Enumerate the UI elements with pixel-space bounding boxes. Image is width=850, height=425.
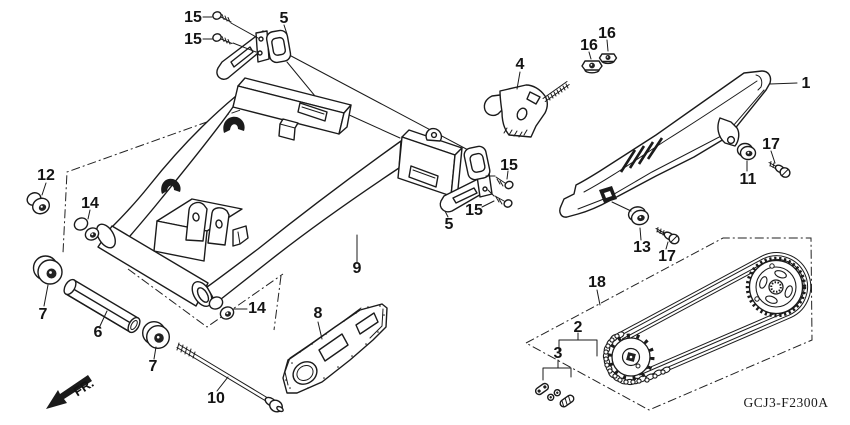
- grommet-part11: [736, 142, 757, 161]
- callout-8: 8: [314, 305, 323, 322]
- callout-18: 18: [588, 274, 606, 291]
- callout-11: 11: [740, 171, 757, 188]
- callout-1: 1: [802, 75, 811, 92]
- nut-16-a: [581, 60, 603, 74]
- chain-tensioner-part4: [483, 81, 570, 138]
- screw-15-a: [212, 11, 232, 23]
- dust-seal-part7-lower: [141, 321, 170, 350]
- slider-bracket-upper-part5: [216, 29, 292, 80]
- callout-17-a: 17: [762, 136, 780, 153]
- callout-12: 12: [37, 167, 55, 184]
- callout-2: 2: [574, 319, 583, 336]
- chain-guard-part1: [559, 70, 772, 218]
- leader-lines: [41, 82, 798, 392]
- bushing-part14-lower: [208, 296, 235, 320]
- callout-5-b: 5: [445, 216, 454, 233]
- fr-direction-label: FR.: [71, 375, 97, 399]
- screw-15-d: [494, 195, 513, 208]
- bolt-17-a: [768, 161, 791, 178]
- swingarm: [96, 77, 463, 307]
- callout-6: 6: [94, 324, 103, 341]
- callout-14-a: 14: [81, 195, 99, 212]
- pivot-collar-part6: [63, 278, 141, 334]
- bolt-17-b: [655, 227, 680, 245]
- callout-7-a: 7: [39, 306, 48, 323]
- rear-sprocket: [745, 256, 807, 318]
- slider-bracket-middle-part5: [439, 145, 493, 213]
- pivot-bolt-part10: [176, 342, 284, 413]
- callout-10: 10: [207, 390, 225, 407]
- drive-chain-links: [602, 331, 671, 386]
- callout-7-b: 7: [149, 358, 158, 375]
- nut-16-b: [598, 53, 618, 65]
- callout-15-d: 15: [465, 202, 483, 219]
- chain-guide-clip-lower: [161, 178, 181, 194]
- callout-15-b: 15: [184, 31, 202, 48]
- callout-13: 13: [633, 239, 651, 256]
- cap-nut-part12: [26, 192, 50, 215]
- chain-box-border: [524, 237, 813, 411]
- callout-5-a: 5: [280, 10, 289, 27]
- front-sprocket: [607, 333, 655, 381]
- bushing-part14-upper: [73, 217, 100, 241]
- grommet-part13: [627, 206, 650, 226]
- diagram-code: GCJ3-F2300A: [743, 395, 828, 410]
- screw-15-c: [495, 176, 514, 190]
- callout-17-b: 17: [658, 248, 676, 265]
- callout-15-c: 15: [500, 157, 518, 174]
- callout-4: 4: [516, 56, 525, 73]
- chain-case-part8: [282, 303, 388, 394]
- screw-15-b: [212, 33, 233, 45]
- fr-direction-arrow: [46, 375, 92, 409]
- callout-15-a: 15: [184, 9, 202, 26]
- callout-16-b: 16: [598, 25, 616, 42]
- chain-guide-clip-upper: [223, 116, 245, 133]
- callout-9: 9: [353, 260, 362, 277]
- callout-3: 3: [554, 345, 563, 362]
- callout-14-b: 14: [248, 300, 266, 317]
- master-link-set: [534, 382, 575, 408]
- dust-seal-part7-upper: [32, 255, 63, 285]
- callout-16-a: 16: [580, 37, 598, 54]
